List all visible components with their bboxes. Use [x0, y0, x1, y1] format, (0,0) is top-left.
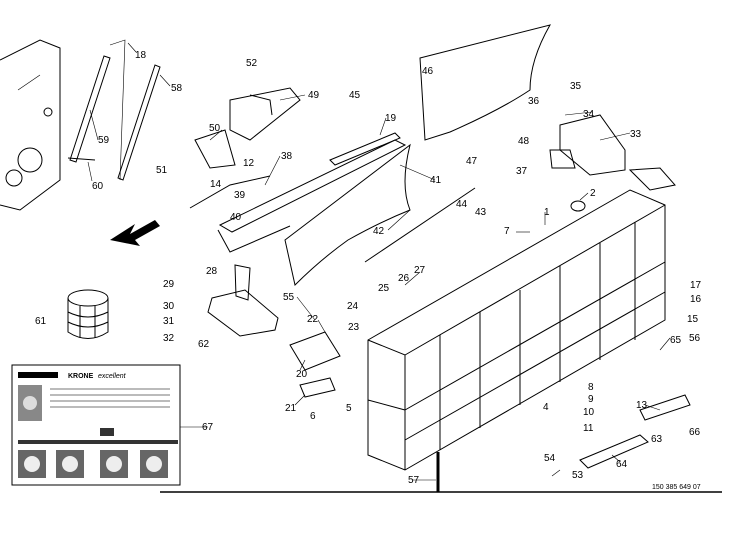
label-55: 55: [283, 292, 295, 303]
rod-58: [117, 64, 161, 181]
label-42: 42: [373, 226, 385, 237]
label-4: 4: [543, 402, 549, 413]
decal-brand-sub: excellent: [98, 373, 127, 380]
label-35: 35: [570, 81, 582, 92]
label-36: 36: [528, 96, 540, 107]
label-32: 32: [163, 333, 175, 344]
label-54: 54: [544, 453, 556, 464]
label-50: 50: [209, 123, 221, 134]
leader-lines: [17, 42, 671, 481]
direction-arrow-icon: [110, 220, 160, 246]
label-44: 44: [456, 199, 468, 210]
rail-38-41: [189, 139, 407, 253]
label-45: 45: [349, 90, 361, 101]
label-8: 8: [588, 382, 594, 393]
label-66: 66: [689, 427, 701, 438]
cap-2: [570, 200, 586, 212]
rod-59: [67, 55, 111, 163]
guard-panel-41: [284, 143, 411, 286]
label-51: 51: [156, 165, 168, 176]
label-30: 30: [163, 301, 175, 312]
sheet-46: [419, 24, 552, 141]
decal-67: KRONE excellent: [11, 364, 181, 486]
label-29: 29: [163, 279, 175, 290]
label-20: 20: [296, 369, 308, 380]
label-28: 28: [206, 266, 218, 277]
label-61: 61: [35, 316, 47, 327]
label-10: 10: [583, 407, 595, 418]
label-14: 14: [210, 179, 222, 190]
label-63: 63: [651, 434, 663, 445]
label-64: 64: [616, 459, 628, 470]
label-65: 65: [670, 335, 682, 346]
label-34: 34: [583, 109, 595, 120]
main-rack-1: [367, 189, 666, 471]
label-57: 57: [408, 475, 420, 486]
label-46: 46: [422, 66, 434, 77]
drawing-reference: 150 385 649 07: [652, 484, 701, 491]
label-22: 22: [307, 314, 319, 325]
bracket-49-50: [194, 87, 301, 169]
label-24: 24: [347, 301, 359, 312]
label-11: 11: [583, 423, 594, 434]
machine-side-panel: [0, 39, 61, 211]
label-6: 6: [310, 411, 316, 422]
filter-61: [67, 289, 109, 339]
label-40: 40: [230, 212, 242, 223]
label-5: 5: [346, 403, 352, 414]
rail-19: [329, 132, 401, 166]
label-62: 62: [198, 339, 210, 350]
label-9: 9: [588, 394, 594, 405]
part-labels: 1 2 4 5 6 7 8 9 10 11 12 13 14 15 16 17 …: [35, 50, 702, 486]
bracket-20-22: [289, 331, 341, 398]
label-1: 1: [544, 207, 550, 218]
decal-brand: KRONE: [68, 373, 94, 380]
label-49: 49: [308, 90, 320, 101]
label-60: 60: [92, 181, 104, 192]
label-31: 31: [163, 316, 175, 327]
label-58: 58: [171, 83, 183, 94]
label-17: 17: [690, 280, 702, 291]
label-67: 67: [202, 422, 214, 433]
label-2: 2: [590, 188, 596, 199]
label-26: 26: [398, 273, 410, 284]
label-27: 27: [414, 265, 426, 276]
bracket-28: [207, 264, 279, 337]
label-21: 21: [285, 403, 297, 414]
label-38: 38: [281, 151, 293, 162]
label-15: 15: [687, 314, 699, 325]
plate-63-64: [579, 394, 691, 469]
label-41: 41: [430, 175, 442, 186]
label-52: 52: [246, 58, 258, 69]
label-47: 47: [466, 156, 478, 167]
bracket-33: [549, 114, 676, 191]
label-18: 18: [135, 50, 147, 61]
label-33: 33: [630, 129, 642, 140]
label-23: 23: [348, 322, 360, 333]
label-12: 12: [243, 158, 255, 169]
label-37: 37: [516, 166, 528, 177]
label-19: 19: [385, 113, 397, 124]
label-13: 13: [636, 400, 648, 411]
label-59: 59: [98, 135, 110, 146]
rod-42: [364, 187, 476, 263]
label-25: 25: [378, 283, 390, 294]
label-53: 53: [572, 470, 584, 481]
label-48: 48: [518, 136, 530, 147]
label-16: 16: [690, 294, 702, 305]
label-56: 56: [689, 333, 701, 344]
rod-18-line: [109, 39, 126, 181]
label-43: 43: [475, 207, 487, 218]
label-39: 39: [234, 190, 246, 201]
label-7: 7: [504, 226, 510, 237]
